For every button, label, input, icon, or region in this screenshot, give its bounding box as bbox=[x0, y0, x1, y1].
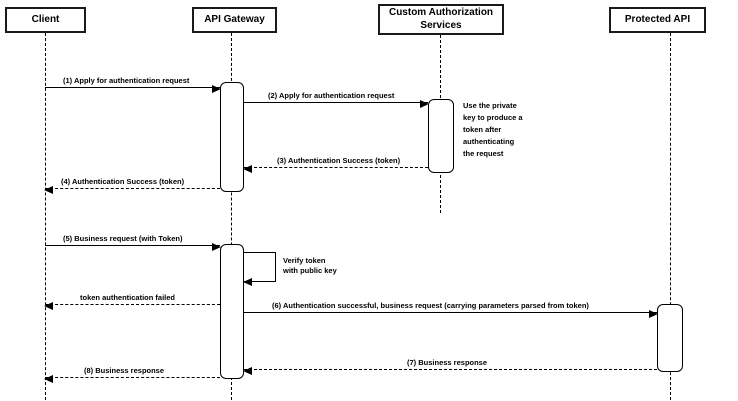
message-2-arrow bbox=[244, 99, 429, 108]
actor-api-gateway-label: API Gateway bbox=[204, 13, 265, 25]
arrowhead-left-icon bbox=[44, 374, 53, 383]
arrowhead-right-icon bbox=[649, 309, 658, 318]
message-6-arrow bbox=[244, 309, 658, 318]
arrowhead-right-icon bbox=[212, 242, 221, 251]
self-message-verify-token-label: Verify token with public key bbox=[283, 256, 337, 275]
actor-protected-api-label: Protected API bbox=[624, 13, 691, 25]
arrowhead-left-icon bbox=[243, 366, 252, 375]
actor-client-label: Client bbox=[31, 13, 60, 25]
arrowhead-left-icon bbox=[243, 164, 252, 173]
note-private-key: Use the private key to produce a token a… bbox=[463, 101, 523, 158]
lifeline-client bbox=[44, 33, 46, 400]
lifeline-api-gateway bbox=[231, 33, 232, 400]
message-token-failed-label: token authentication failed bbox=[80, 293, 176, 302]
message-4-arrow bbox=[44, 185, 220, 194]
activation-custom-authorization-services bbox=[428, 99, 454, 173]
message-7-label: (7) Business response bbox=[407, 358, 488, 367]
self-message-verify-token-arrow bbox=[243, 252, 276, 286]
message-6-label: (6) Authentication successful, business … bbox=[272, 301, 589, 310]
activation-api-gateway-business bbox=[220, 244, 244, 379]
activation-api-gateway-auth bbox=[220, 82, 244, 192]
arrowhead-left-icon bbox=[243, 277, 252, 286]
arrowhead-left-icon bbox=[44, 185, 53, 194]
activation-protected-api bbox=[657, 304, 683, 372]
lifeline-protected-api bbox=[670, 33, 671, 400]
actor-custom-authorization-services-label: Custom Authorization Services bbox=[388, 7, 494, 31]
actor-api-gateway-box: API Gateway bbox=[192, 7, 277, 33]
arrowhead-right-icon bbox=[420, 99, 429, 108]
message-7-arrow bbox=[243, 366, 657, 375]
actor-client-box: Client bbox=[5, 7, 86, 33]
actor-custom-authorization-services-box: Custom Authorization Services bbox=[378, 4, 504, 35]
arrowhead-left-icon bbox=[44, 301, 53, 310]
message-token-failed-arrow bbox=[44, 301, 220, 310]
message-8-label: (8) Business response bbox=[84, 366, 165, 375]
actor-protected-api-box: Protected API bbox=[609, 7, 706, 33]
message-8-arrow bbox=[44, 374, 220, 383]
message-5-label: (5) Business request (with Token) bbox=[63, 234, 183, 243]
message-3-label: (3) Authentication Success (token) bbox=[277, 156, 401, 165]
arrowhead-right-icon bbox=[212, 84, 221, 93]
message-5-arrow bbox=[45, 242, 221, 251]
message-3-arrow bbox=[243, 164, 428, 173]
message-4-label: (4) Authentication Success (token) bbox=[61, 177, 185, 186]
message-2-label: (2) Apply for authentication request bbox=[268, 91, 395, 100]
message-1-arrow bbox=[45, 84, 221, 93]
message-1-label: (1) Apply for authentication request bbox=[63, 76, 190, 85]
